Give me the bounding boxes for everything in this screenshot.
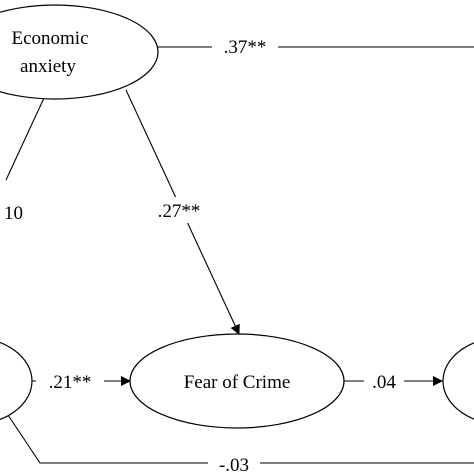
coef-fear-to-right: .04 xyxy=(372,372,396,393)
coef-left-to-right: -.03 xyxy=(219,455,249,474)
coef-economic-to-fear: .27** xyxy=(158,201,201,222)
coef-economic-to-left: 10 xyxy=(4,203,23,224)
fear-of-crime-label: Fear of Crime xyxy=(184,372,291,393)
coef-left-to-fear: .21** xyxy=(49,372,92,393)
node-economic-anxiety xyxy=(0,4,159,100)
node-fear-of-crime xyxy=(129,333,345,429)
edge-left-to-right xyxy=(5,411,474,464)
coef-economic-to-right: .37** xyxy=(224,37,267,58)
edge-economic-to-left xyxy=(5,97,45,181)
node-left-partial xyxy=(0,341,33,421)
node-right-partial xyxy=(442,342,474,420)
economic-anxiety-label-line1: Economic xyxy=(11,28,88,49)
economic-anxiety-label-line2: anxiety xyxy=(20,56,76,77)
